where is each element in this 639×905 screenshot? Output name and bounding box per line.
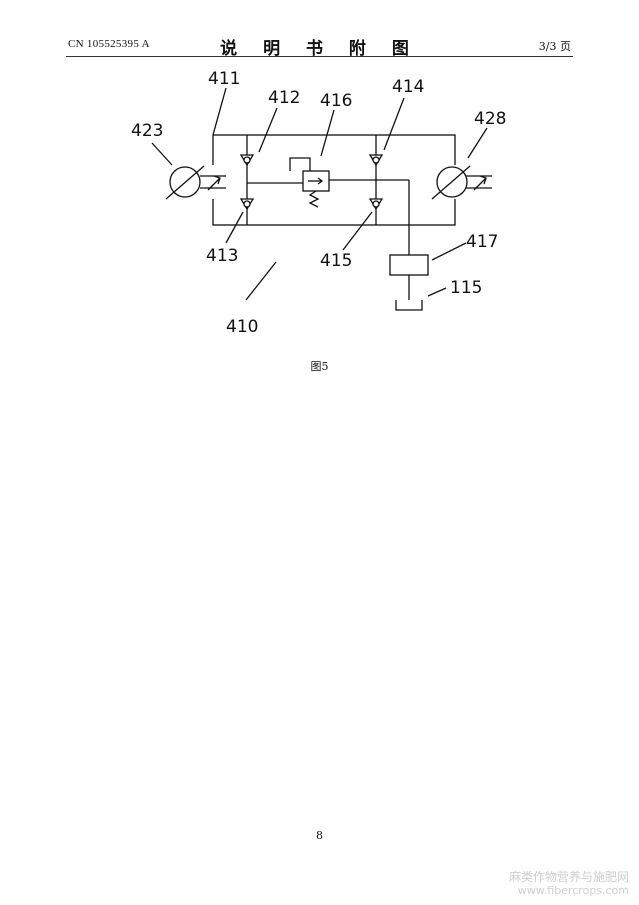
label-428: 428 (474, 109, 506, 129)
label-411: 411 (208, 69, 240, 89)
motor-428-symbol (431, 165, 492, 200)
leader-414 (383, 97, 405, 151)
label-417: 417 (466, 232, 498, 252)
motor-423-symbol (165, 165, 226, 200)
leader-428 (467, 127, 488, 159)
page-number: 8 (316, 829, 323, 842)
tank-115-symbol (395, 300, 423, 311)
leader-412 (258, 107, 278, 153)
leader-416 (320, 109, 335, 157)
check-valve-415 (368, 198, 384, 211)
check-valve-412 (239, 154, 255, 167)
header-section-title: 说 明 书 附 图 (220, 39, 419, 59)
component-417 (389, 254, 429, 276)
leader-423 (151, 142, 173, 166)
header-page-count: 3/3 页 (538, 40, 571, 53)
leader-413 (225, 211, 244, 244)
header-publication-number: CN 105525395 A (68, 38, 150, 50)
label-412: 412 (268, 88, 300, 108)
check-valve-413 (239, 198, 255, 211)
label-423: 423 (131, 121, 163, 141)
label-115: 115 (450, 278, 482, 298)
watermark-text: 麻类作物营养与施肥网 (508, 870, 629, 884)
label-413: 413 (206, 246, 238, 266)
label-416: 416 (320, 91, 352, 111)
leader-115 (427, 287, 447, 297)
watermark: 麻类作物营养与施肥网 www.fibercrops.com (509, 870, 629, 898)
label-415: 415 (320, 251, 352, 271)
check-valve-414 (368, 154, 384, 167)
label-410: 410 (226, 317, 258, 337)
leader-410 (245, 261, 277, 301)
leader-415 (342, 211, 373, 251)
leader-411 (212, 87, 227, 136)
label-414: 414 (392, 77, 424, 97)
figure-caption: 图5 (310, 360, 329, 373)
header-rule (66, 56, 573, 57)
watermark-url: www.fibercrops.com (517, 884, 629, 897)
leader-417 (431, 242, 467, 261)
relief-valve-416 (289, 157, 330, 208)
